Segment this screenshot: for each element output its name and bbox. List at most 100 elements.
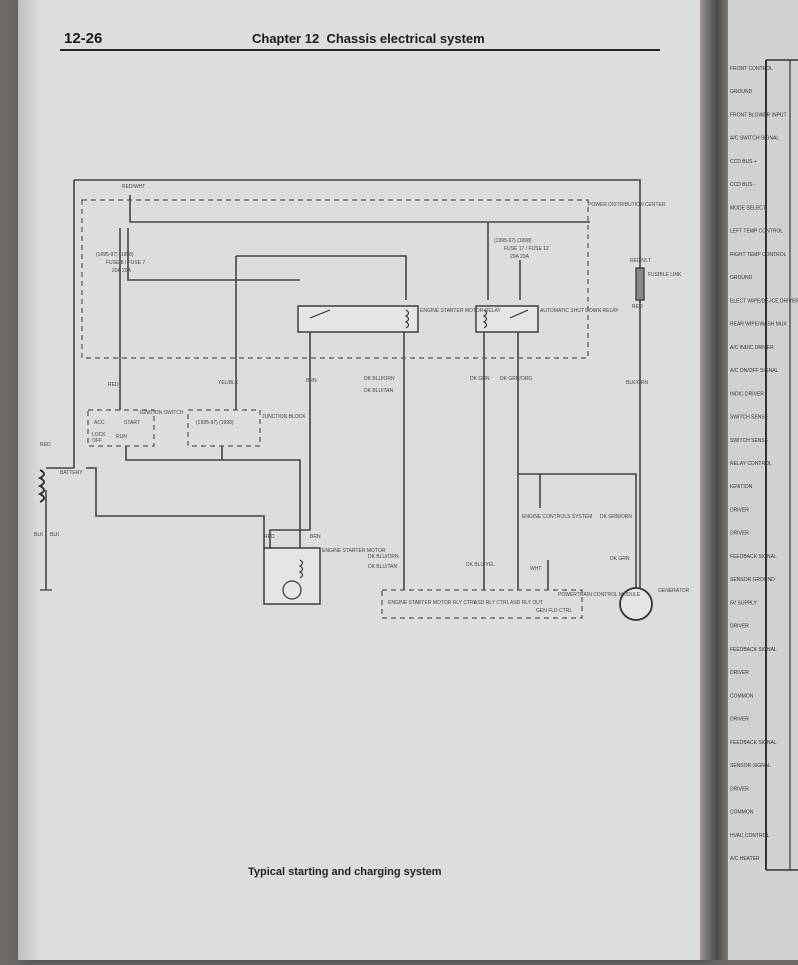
facing-label: DRIVER — [730, 531, 749, 537]
figure-caption: Typical starting and charging system — [248, 866, 442, 878]
facing-label: A/C SWITCH SIGNAL — [730, 136, 779, 142]
asd-relay-label: AUTOMATIC SHUT DOWN RELAY — [540, 308, 619, 314]
chapter-number: Chapter 12 — [252, 31, 320, 46]
facing-label: COMMON — [730, 810, 754, 816]
facing-label: DRIVER — [730, 786, 749, 792]
fuse-left-fuse: FUSE 8 / FUSE 7 — [106, 260, 145, 266]
wire-label-blk-orn: BLK/ORN — [626, 380, 648, 386]
asd-relay-coil — [482, 309, 488, 329]
wire-asd-branch — [518, 473, 637, 590]
wire-label-dk-blu-orn: DK BLU/ORN — [364, 376, 395, 382]
facing-label: DRIVER — [730, 717, 749, 723]
wire-ign-out — [125, 446, 301, 548]
facing-label: SWITCH SENSE — [730, 415, 769, 421]
facing-label: LEFT TEMP CONTROL — [730, 229, 783, 235]
facing-label: A/C ON/OFF SIGNAL — [730, 368, 779, 374]
ign-pos-acc: ACC — [94, 420, 105, 426]
facing-label: CCD BUS - — [730, 182, 756, 188]
chapter-title: Chassis electrical system — [326, 31, 485, 46]
fusible-link-label: FUSIBLE LINK — [648, 272, 682, 278]
pcm-pin-3: ASD RLY OUT — [510, 600, 543, 606]
facing-label: HVAC CONTROL — [730, 833, 770, 839]
facing-label: SWITCH SENSE — [730, 438, 769, 444]
fuse-right-years: (1995-97) (1998) — [494, 238, 532, 244]
battery-label: BATTERY — [60, 470, 83, 476]
ign-pos-run: RUN — [116, 434, 127, 440]
pcm-label: POWERTRAIN CONTROL MODULE — [558, 592, 641, 598]
page-edge — [18, 0, 40, 960]
facing-label: FRONT BLOWER INPUT — [730, 112, 787, 118]
book-gutter — [700, 0, 728, 960]
wiring-diagram: POWER DISTRIBUTION CENTER ENGINE STARTER… — [34, 179, 690, 621]
starter-motor-symbol — [282, 580, 302, 600]
facing-page-diagram: FRONT CONTROL GROUND FRONT BLOWER INPUT A/C… — [730, 59, 798, 871]
pcm-pin-2: ASD RLY CTRL — [474, 600, 510, 606]
fusible-link-symbol — [635, 267, 645, 301]
wire-relay-feed — [236, 255, 407, 300]
junction-block-label: JUNCTION BLOCK — [262, 414, 306, 420]
wire-fuse-left-2 — [127, 228, 300, 281]
chapter-heading: Chapter 12 Chassis electrical system — [252, 31, 485, 46]
header-rule — [60, 49, 660, 51]
wire-label-dk-blu-yel: DK BLU/YEL — [466, 562, 495, 568]
starter-motor-label: ENGINE STARTER MOTOR — [322, 548, 386, 554]
facing-label: FEEDBACK SIGNAL — [730, 647, 777, 653]
wire-top-feed — [74, 179, 641, 570]
facing-label: A/C HEATER — [730, 856, 760, 862]
asd-relay-switch — [509, 309, 529, 319]
facing-label: SENSOR SIGNAL — [730, 763, 771, 769]
relays — [263, 305, 539, 605]
pdc-label: POWER DISTRIBUTION CENTER — [588, 202, 666, 208]
wire-label-red-vlt: RED/VLT — [630, 258, 651, 264]
wire-label-dk-blu-orn-2: DK BLU/ORN — [368, 554, 399, 560]
facing-label: A/C INDIC DRIVER — [730, 345, 774, 351]
facing-label: MODE SELECT — [730, 205, 766, 211]
starter-relay-box — [297, 305, 419, 333]
ign-pos-off: OFF — [92, 438, 102, 444]
wire-label-dk-grn-orn: DK GRN/ORN — [600, 514, 632, 520]
pcm-box — [381, 589, 583, 619]
starter-solenoid-coil — [298, 559, 304, 579]
facing-label: FRONT CONTROL — [730, 66, 773, 72]
facing-label: 5V SUPPLY — [730, 600, 758, 606]
wire-label-dk-grn-org: DK GRN/ORG — [500, 376, 532, 382]
wire-label-brn: BRN — [306, 378, 317, 384]
wire-label-dk-grn-1: DK GRN — [470, 376, 490, 382]
starter-relay-coil — [404, 309, 410, 329]
ign-pos-lock: LOCK — [92, 432, 106, 438]
wire-starter-relay-out — [269, 330, 311, 548]
facing-page: FRONT CONTROL GROUND FRONT BLOWER INPUT A/C… — [728, 0, 798, 960]
facing-label: DRIVER — [730, 507, 749, 513]
generator-symbol — [619, 587, 653, 621]
facing-label: INDIC DRIVER — [730, 391, 764, 397]
fuse-left-amps: 20A 20A — [112, 268, 132, 274]
wire-label-brn-2: BRN — [310, 534, 321, 540]
pcm-pin-4: GEN FLD CTRL — [536, 608, 572, 614]
wire-label-red-4: RED — [264, 534, 275, 540]
fuse-right-amps: 20A 20A — [510, 254, 530, 260]
starter-relay-label: ENGINE STARTER MOTOR RELAY — [420, 308, 501, 314]
facing-label: GROUND — [730, 89, 753, 95]
ignition-switch-box — [87, 409, 155, 447]
fuse-left-years: (1995-97) (1998) — [96, 252, 134, 258]
starter-motor-box — [263, 547, 321, 605]
dashed-boxes — [81, 199, 589, 619]
wire-label-red-2: RED — [40, 442, 51, 448]
facing-label: ELECT WIPE/DE-ICE DRIVER — [730, 298, 798, 304]
pdc-box — [81, 199, 589, 359]
wire-battery-starter — [86, 467, 265, 548]
facing-label: GROUND — [730, 275, 753, 281]
fuse-right-fuse: FUSE 17 / FUSE 12 — [504, 246, 549, 252]
wire-label-dk-grn-2: DK GRN — [610, 556, 630, 562]
wire-label-dk-blu-tan-2: DK BLU/TAN — [368, 564, 397, 570]
engine-controls-label: ENGINE CONTROLS SYSTEM — [522, 514, 592, 520]
wire-label-red-1: RED — [108, 382, 119, 388]
junction-block-box — [187, 409, 261, 447]
wire-label-wht: WHT — [530, 566, 541, 572]
facing-label: IGNITION — [730, 484, 753, 490]
facing-label: SENSOR GROUND — [730, 577, 775, 583]
ign-years: (1995-97) (1998) — [196, 420, 234, 426]
wire-group — [45, 179, 641, 590]
diagram-labels: POWER DISTRIBUTION CENTER ENGINE STARTER… — [34, 184, 690, 614]
ign-pos-start: START — [124, 420, 140, 426]
